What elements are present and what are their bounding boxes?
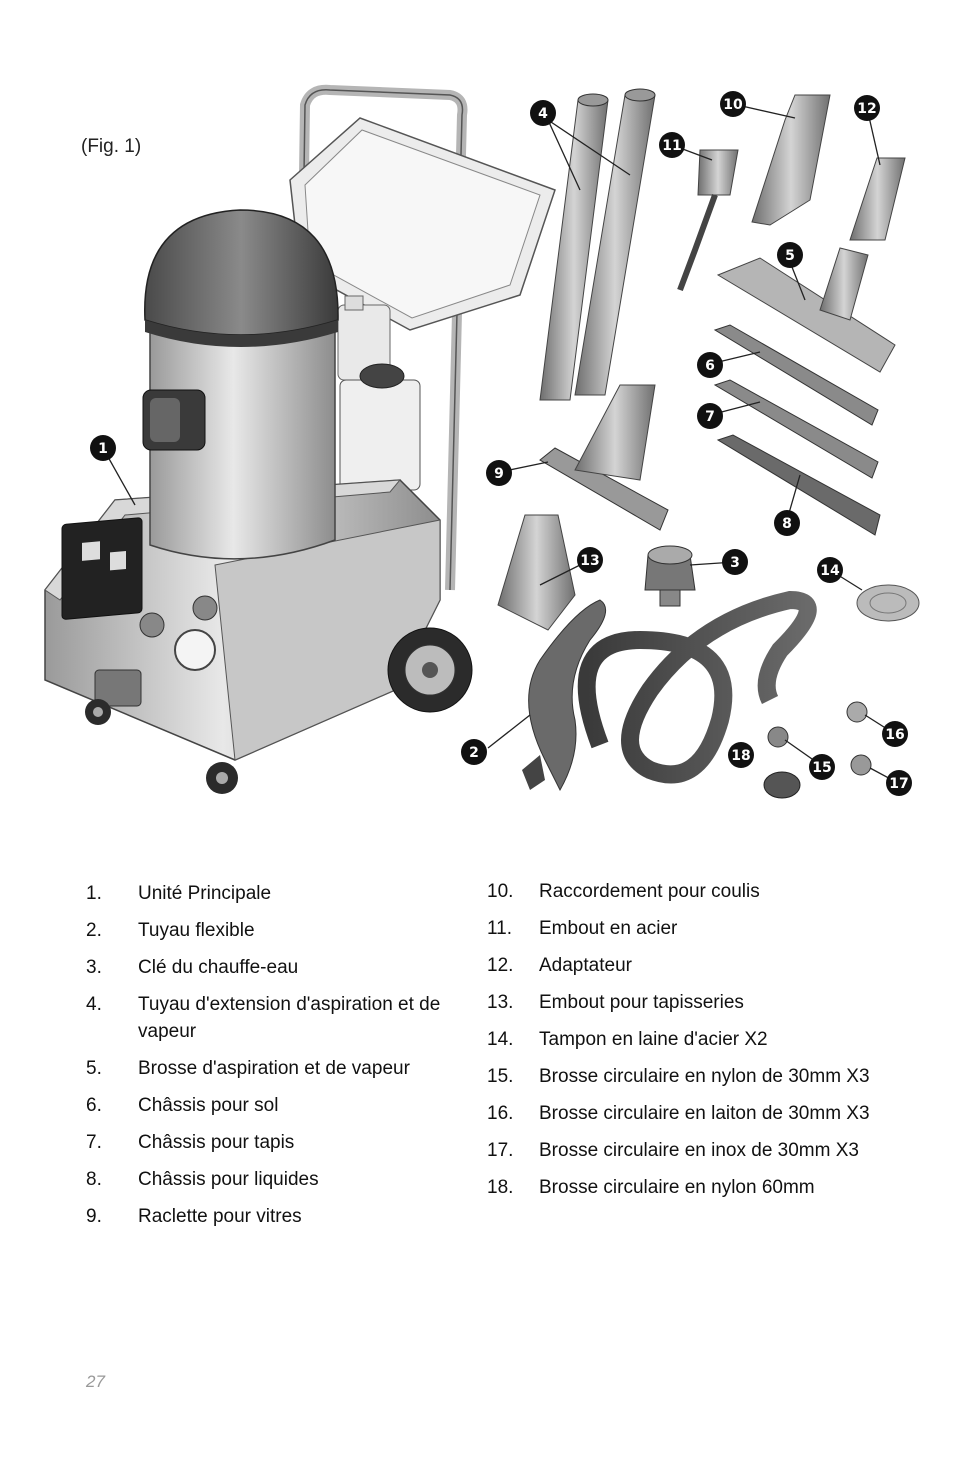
- svg-text:1: 1: [98, 441, 108, 457]
- list-item: 9.Raclette pour vitres: [86, 1206, 302, 1227]
- list-item: 5.Brosse d'aspiration et de vapeur: [86, 1058, 410, 1079]
- callout-7: 7: [697, 403, 723, 429]
- list-item: 2.Tuyau flexible: [86, 920, 255, 941]
- svg-text:3: 3: [730, 555, 740, 571]
- list-item: 6.Châssis pour sol: [86, 1095, 279, 1116]
- svg-text:17: 17: [889, 776, 908, 792]
- list-item: 7.Châssis pour tapis: [86, 1132, 295, 1153]
- svg-text:7: 7: [705, 409, 715, 425]
- list-item: 12.Adaptateur: [487, 955, 632, 976]
- callout-4: 4: [530, 100, 556, 126]
- svg-text:11: 11: [662, 138, 681, 154]
- parts-list-left: 1.Unité Principale 2.Tuyau flexible 3.Cl…: [86, 880, 456, 1240]
- callout-5: 5: [777, 242, 803, 268]
- list-item: 1.Unité Principale: [86, 883, 272, 904]
- svg-text:6: 6: [705, 358, 715, 374]
- callout-14: 14: [817, 557, 843, 583]
- list-item: 11.Embout en acier: [487, 918, 678, 939]
- svg-text:4: 4: [538, 106, 548, 122]
- svg-text:15: 15: [812, 760, 831, 776]
- extension-tubes: [539, 88, 656, 401]
- svg-text:5: 5: [785, 248, 795, 264]
- list-item: 18.Brosse circulaire en nylon 60mm: [487, 1177, 815, 1198]
- svg-text:12: 12: [857, 101, 876, 117]
- callout-17: 17: [886, 770, 912, 796]
- parts-list-right: 10.Raccordement pour coulis 11.Embout en…: [487, 878, 927, 1211]
- callout-13: 13: [577, 547, 603, 573]
- list-item: 16.Brosse circulaire en laiton de 30mm X…: [487, 1103, 870, 1124]
- list-item: 17.Brosse circulaire en inox de 30mm X3: [487, 1140, 859, 1161]
- callout-8: 8: [774, 510, 800, 536]
- list-item: 8.Châssis pour liquides: [86, 1169, 319, 1190]
- list-item: 15.Brosse circulaire en nylon de 30mm X3: [487, 1066, 870, 1087]
- callout-6: 6: [697, 352, 723, 378]
- callout-2: 2: [461, 739, 487, 765]
- callout-12: 12: [854, 95, 880, 121]
- svg-text:10: 10: [723, 97, 743, 113]
- svg-text:13: 13: [580, 553, 599, 569]
- svg-text:18: 18: [731, 748, 750, 764]
- list-item: 4.Tuyau d'extension d'aspiration et de v…: [86, 994, 441, 1042]
- list-item: 13.Embout pour tapisseries: [487, 992, 744, 1013]
- svg-text:14: 14: [820, 563, 840, 579]
- svg-text:16: 16: [885, 727, 904, 743]
- page-number: 27: [86, 1372, 105, 1391]
- accessories: [497, 94, 920, 799]
- svg-text:9: 9: [494, 466, 504, 482]
- callout-1: 1: [90, 435, 116, 461]
- product-illustration: 1 2 3 4 5 6 7 8 9 10 11 12 13 14 15 16 1…: [44, 84, 920, 799]
- callout-9: 9: [486, 460, 512, 486]
- callout-15: 15: [809, 754, 835, 780]
- callout-3: 3: [722, 549, 748, 575]
- callout-markers: 1 2 3 4 5 6 7 8 9 10 11 12 13 14 15 16 1…: [90, 91, 912, 796]
- figure-label: (Fig. 1): [81, 136, 142, 157]
- list-item: 14.Tampon en laine d'acier X2: [487, 1029, 768, 1050]
- callout-10: 10: [720, 91, 746, 117]
- callout-16: 16: [882, 721, 908, 747]
- list-item: 10.Raccordement pour coulis: [487, 881, 760, 902]
- svg-text:2: 2: [469, 745, 479, 761]
- callout-18: 18: [728, 742, 754, 768]
- list-item: 3.Clé du chauffe-eau: [86, 957, 299, 978]
- svg-text:8: 8: [782, 516, 792, 532]
- callout-11: 11: [659, 132, 685, 158]
- main-unit: [44, 84, 556, 794]
